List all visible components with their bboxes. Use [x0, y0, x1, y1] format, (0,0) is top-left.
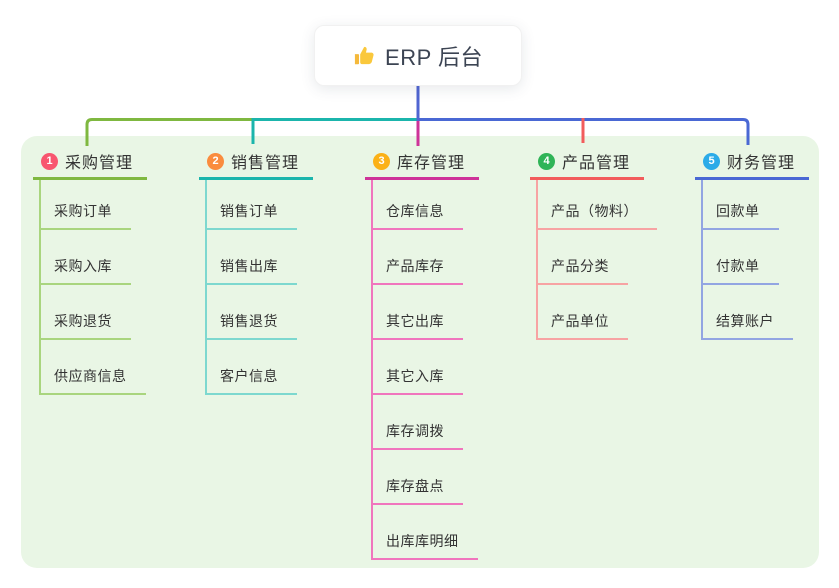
child-row: 产品分类 [538, 230, 657, 285]
child-row: 回款单 [703, 180, 809, 230]
branch-number-badge: 5 [703, 152, 720, 170]
child-node[interactable]: 采购订单 [41, 201, 131, 230]
child-row: 产品单位 [538, 285, 657, 340]
branch-header-3[interactable]: 3 库存管理 [365, 148, 479, 180]
child-row: 仓库信息 [373, 180, 479, 230]
child-row: 出库库明细 [373, 505, 479, 560]
branch-number-badge: 3 [373, 152, 390, 170]
child-row: 其它出库 [373, 285, 479, 340]
child-row: 采购入库 [41, 230, 147, 285]
branch-children: 仓库信息产品库存其它出库其它入库库存调拨库存盘点出库库明细 [371, 180, 479, 560]
child-row: 采购退货 [41, 285, 147, 340]
child-node[interactable]: 付款单 [703, 256, 779, 285]
child-node[interactable]: 产品（物料） [538, 201, 657, 230]
child-node[interactable]: 其它入库 [373, 366, 463, 395]
child-row: 供应商信息 [41, 340, 147, 395]
branch-header-2[interactable]: 2 销售管理 [199, 148, 313, 180]
child-node[interactable]: 供应商信息 [41, 366, 146, 395]
child-row: 其它入库 [373, 340, 479, 395]
child-node[interactable]: 库存调拨 [373, 421, 463, 450]
branch-label: 产品管理 [562, 155, 631, 172]
child-row: 销售退货 [207, 285, 313, 340]
child-node[interactable]: 产品库存 [373, 256, 463, 285]
branch-header-4[interactable]: 4 产品管理 [530, 148, 644, 180]
canvas-panel [21, 136, 819, 568]
child-row: 库存调拨 [373, 395, 479, 450]
child-row: 产品库存 [373, 230, 479, 285]
branch-2: 2 销售管理销售订单销售出库销售退货客户信息 [199, 148, 313, 395]
child-node[interactable]: 库存盘点 [373, 476, 463, 505]
branch-label: 采购管理 [65, 155, 134, 172]
child-node[interactable]: 出库库明细 [373, 531, 478, 560]
root-title: ERP 后台 [385, 44, 483, 70]
branch-number-badge: 1 [41, 152, 58, 170]
child-node[interactable]: 销售退货 [207, 311, 297, 340]
branch-children: 回款单付款单结算账户 [701, 180, 809, 340]
branch-4: 4 产品管理产品（物料） 产品分类产品单位 [530, 148, 657, 340]
child-node[interactable]: 采购入库 [41, 256, 131, 285]
branch-5: 5 财务管理回款单付款单结算账户 [695, 148, 809, 340]
branch-children: 产品（物料） 产品分类产品单位 [536, 180, 657, 340]
child-node[interactable]: 仓库信息 [373, 201, 463, 230]
child-node[interactable]: 客户信息 [207, 366, 297, 395]
branch-children: 采购订单采购入库采购退货供应商信息 [39, 180, 147, 395]
child-row: 销售订单 [207, 180, 313, 230]
child-node[interactable]: 其它出库 [373, 311, 463, 340]
child-node[interactable]: 销售出库 [207, 256, 297, 285]
child-node[interactable]: 采购退货 [41, 311, 131, 340]
branch-label: 销售管理 [231, 155, 300, 172]
child-row: 库存盘点 [373, 450, 479, 505]
child-row: 付款单 [703, 230, 809, 285]
branch-1: 1 采购管理采购订单采购入库采购退货供应商信息 [33, 148, 147, 395]
branch-header-5[interactable]: 5 财务管理 [695, 148, 809, 180]
branch-label: 财务管理 [727, 155, 796, 172]
branch-number-badge: 2 [207, 152, 224, 170]
thumbs-up-icon [354, 46, 374, 65]
child-row: 采购订单 [41, 180, 147, 230]
child-row: 产品（物料） [538, 180, 657, 230]
branch-3: 3 库存管理仓库信息产品库存其它出库其它入库库存调拨库存盘点出库库明细 [365, 148, 479, 560]
child-row: 销售出库 [207, 230, 313, 285]
branch-number-badge: 4 [538, 152, 555, 170]
branch-header-1[interactable]: 1 采购管理 [33, 148, 147, 180]
root-node[interactable]: ERP 后台 [314, 25, 522, 86]
child-row: 结算账户 [703, 285, 809, 340]
child-node[interactable]: 结算账户 [703, 311, 793, 340]
child-node[interactable]: 产品分类 [538, 256, 628, 285]
branch-label: 库存管理 [397, 155, 466, 172]
branch-children: 销售订单销售出库销售退货客户信息 [205, 180, 313, 395]
child-node[interactable]: 销售订单 [207, 201, 297, 230]
child-row: 客户信息 [207, 340, 313, 395]
child-node[interactable]: 回款单 [703, 201, 779, 230]
child-node[interactable]: 产品单位 [538, 311, 628, 340]
